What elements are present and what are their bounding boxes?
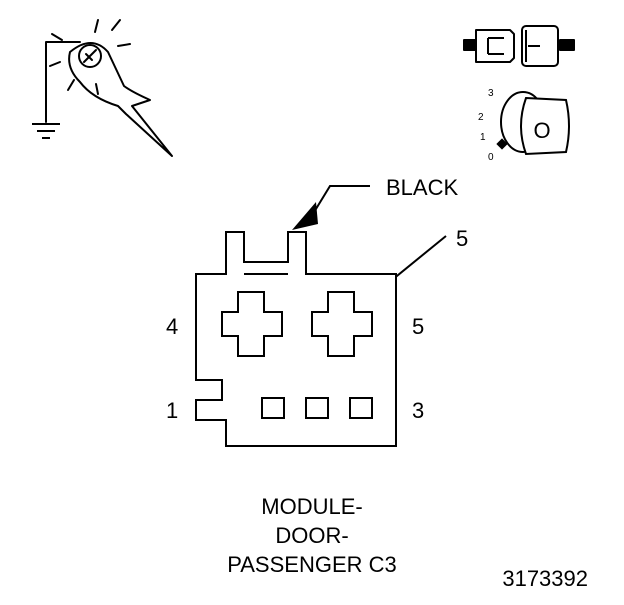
terminal-cavity-1: [261, 397, 285, 419]
pin-label-3: 3: [412, 398, 424, 423]
connector-caption: MODULE- DOOR- PASSENGER C3: [227, 494, 397, 577]
terminal-cavity-row: [261, 397, 373, 419]
ignition-key-off-icon: O 3 2 1 0: [478, 88, 570, 163]
pin-label-1: 1: [166, 398, 178, 423]
terminal-cavity-3: [349, 397, 373, 419]
caption-line-2: DOOR-: [275, 523, 348, 548]
test-light-probe-icon: [45, 19, 173, 157]
connector-color-label: BLACK: [386, 175, 458, 200]
pin-label-5: 5: [412, 314, 424, 339]
terminal-cavity-2: [305, 397, 329, 419]
fuse-removed-icon: [463, 25, 575, 67]
caption-line-3: PASSENGER C3: [227, 552, 397, 577]
terminal-cavity-4: [221, 291, 283, 357]
pin-label-4: 4: [166, 314, 178, 339]
ignition-scale-0: 0: [488, 152, 494, 163]
connector-outline: [195, 231, 397, 447]
ground-icon: [32, 123, 60, 139]
figure-number: 3173392: [502, 566, 588, 591]
ignition-scale-3: 3: [488, 88, 494, 99]
ignition-scale-1: 1: [480, 132, 486, 143]
color-callout: BLACK: [292, 175, 458, 230]
callout-pin-label: 5: [456, 226, 468, 251]
ignition-scale-2: 2: [478, 112, 484, 123]
ignition-key-label: O: [533, 118, 550, 143]
caption-line-1: MODULE-: [261, 494, 362, 519]
terminal-cavity-5: [311, 291, 373, 357]
